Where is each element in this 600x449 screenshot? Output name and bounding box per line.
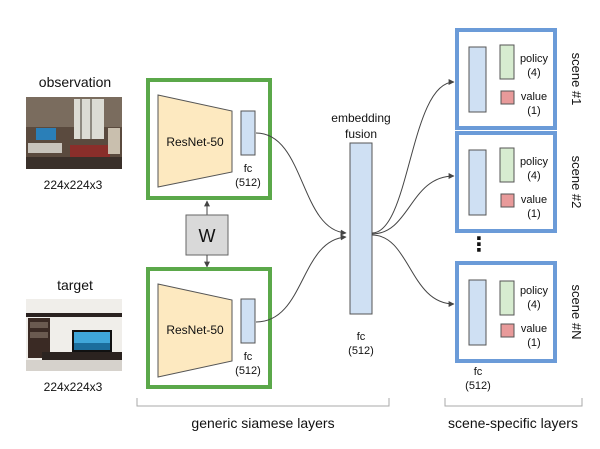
- scene1-policy-label: policy: [520, 53, 549, 65]
- sceneN-label: scene #N: [569, 285, 584, 340]
- observation-fc-dim: (512): [235, 177, 261, 189]
- scene1-policy-bar: [499, 44, 515, 80]
- observation-label: observation: [39, 74, 111, 90]
- target-size: 224x224x3: [44, 380, 103, 394]
- observation-resnet-label: ResNet-50: [166, 135, 224, 149]
- scene2-value-label: value: [521, 194, 547, 206]
- fusion-fc-label: fc: [357, 331, 366, 343]
- sceneN-policy-bar: [499, 280, 515, 316]
- target-resnet-label: ResNet-50: [166, 323, 224, 337]
- scene-head-n: policy (4) value (1) scene #N: [455, 261, 584, 363]
- scene-head-1: policy (4) value (1) scene #1: [455, 28, 584, 130]
- fusion-title-line1: embedding: [331, 111, 390, 125]
- target-fc-dim: (512): [235, 365, 261, 377]
- target-image: [26, 299, 122, 371]
- target-fc-bar: [240, 298, 256, 344]
- fusion-to-scene2-connector: [371, 173, 455, 235]
- observation-image: [26, 97, 122, 169]
- scene2-fc-bar: [468, 149, 487, 216]
- fusion-fc-dim: (512): [348, 345, 374, 357]
- sceneN-value-label: value: [521, 323, 547, 335]
- sceneN-value-bar: [500, 323, 515, 338]
- scene-specific-label: scene-specific layers: [448, 415, 578, 431]
- scene1-fc-bar: [468, 46, 487, 113]
- scene1-value-label: value: [521, 91, 547, 103]
- target-fc-label: fc: [244, 351, 253, 363]
- scene2-policy-label: policy: [520, 156, 549, 168]
- scene1-policy-dim: (4): [527, 67, 540, 79]
- scene1-value-bar: [500, 90, 515, 105]
- generic-layers-bracket: [136, 398, 390, 407]
- observation-fc-bar: [240, 110, 256, 156]
- generic-layers-label: generic siamese layers: [191, 415, 334, 431]
- sceneN-policy-label: policy: [520, 285, 549, 297]
- sceneN-value-dim: (1): [527, 337, 540, 349]
- fusion-to-scene1-connector: [371, 79, 455, 234]
- scene-specific-bracket: [444, 398, 583, 407]
- observation-to-fusion-connector: [255, 132, 347, 236]
- sceneN-fc-label: fc: [474, 366, 483, 378]
- observation-size: 224x224x3: [44, 178, 103, 192]
- scene1-value-dim: (1): [527, 105, 540, 117]
- fusion-to-sceneN-connector: [371, 234, 455, 307]
- target-to-fusion-connector: [255, 234, 347, 323]
- sceneN-fc-dim: (512): [465, 380, 491, 392]
- scene2-policy-bar: [499, 147, 515, 183]
- scene2-policy-dim: (4): [527, 170, 540, 182]
- scene2-label: scene #2: [569, 156, 584, 209]
- sceneN-fc-bar: [468, 279, 487, 346]
- observation-resnet-block: [157, 94, 233, 188]
- observation-fc-label: fc: [244, 163, 253, 175]
- fusion-fc-bar: [349, 142, 373, 315]
- scene2-value-dim: (1): [527, 208, 540, 220]
- scene-head-2: policy (4) value (1) scene #2: [455, 131, 584, 233]
- more-scenes-ellipsis: ⋮: [469, 234, 489, 256]
- scene2-value-bar: [500, 193, 515, 208]
- target-label: target: [57, 277, 93, 293]
- shared-weight-label: W: [199, 226, 216, 246]
- scene1-label: scene #1: [569, 53, 584, 106]
- target-resnet-block: [157, 283, 233, 378]
- fusion-title-line2: fusion: [345, 127, 377, 141]
- sceneN-policy-dim: (4): [527, 299, 540, 311]
